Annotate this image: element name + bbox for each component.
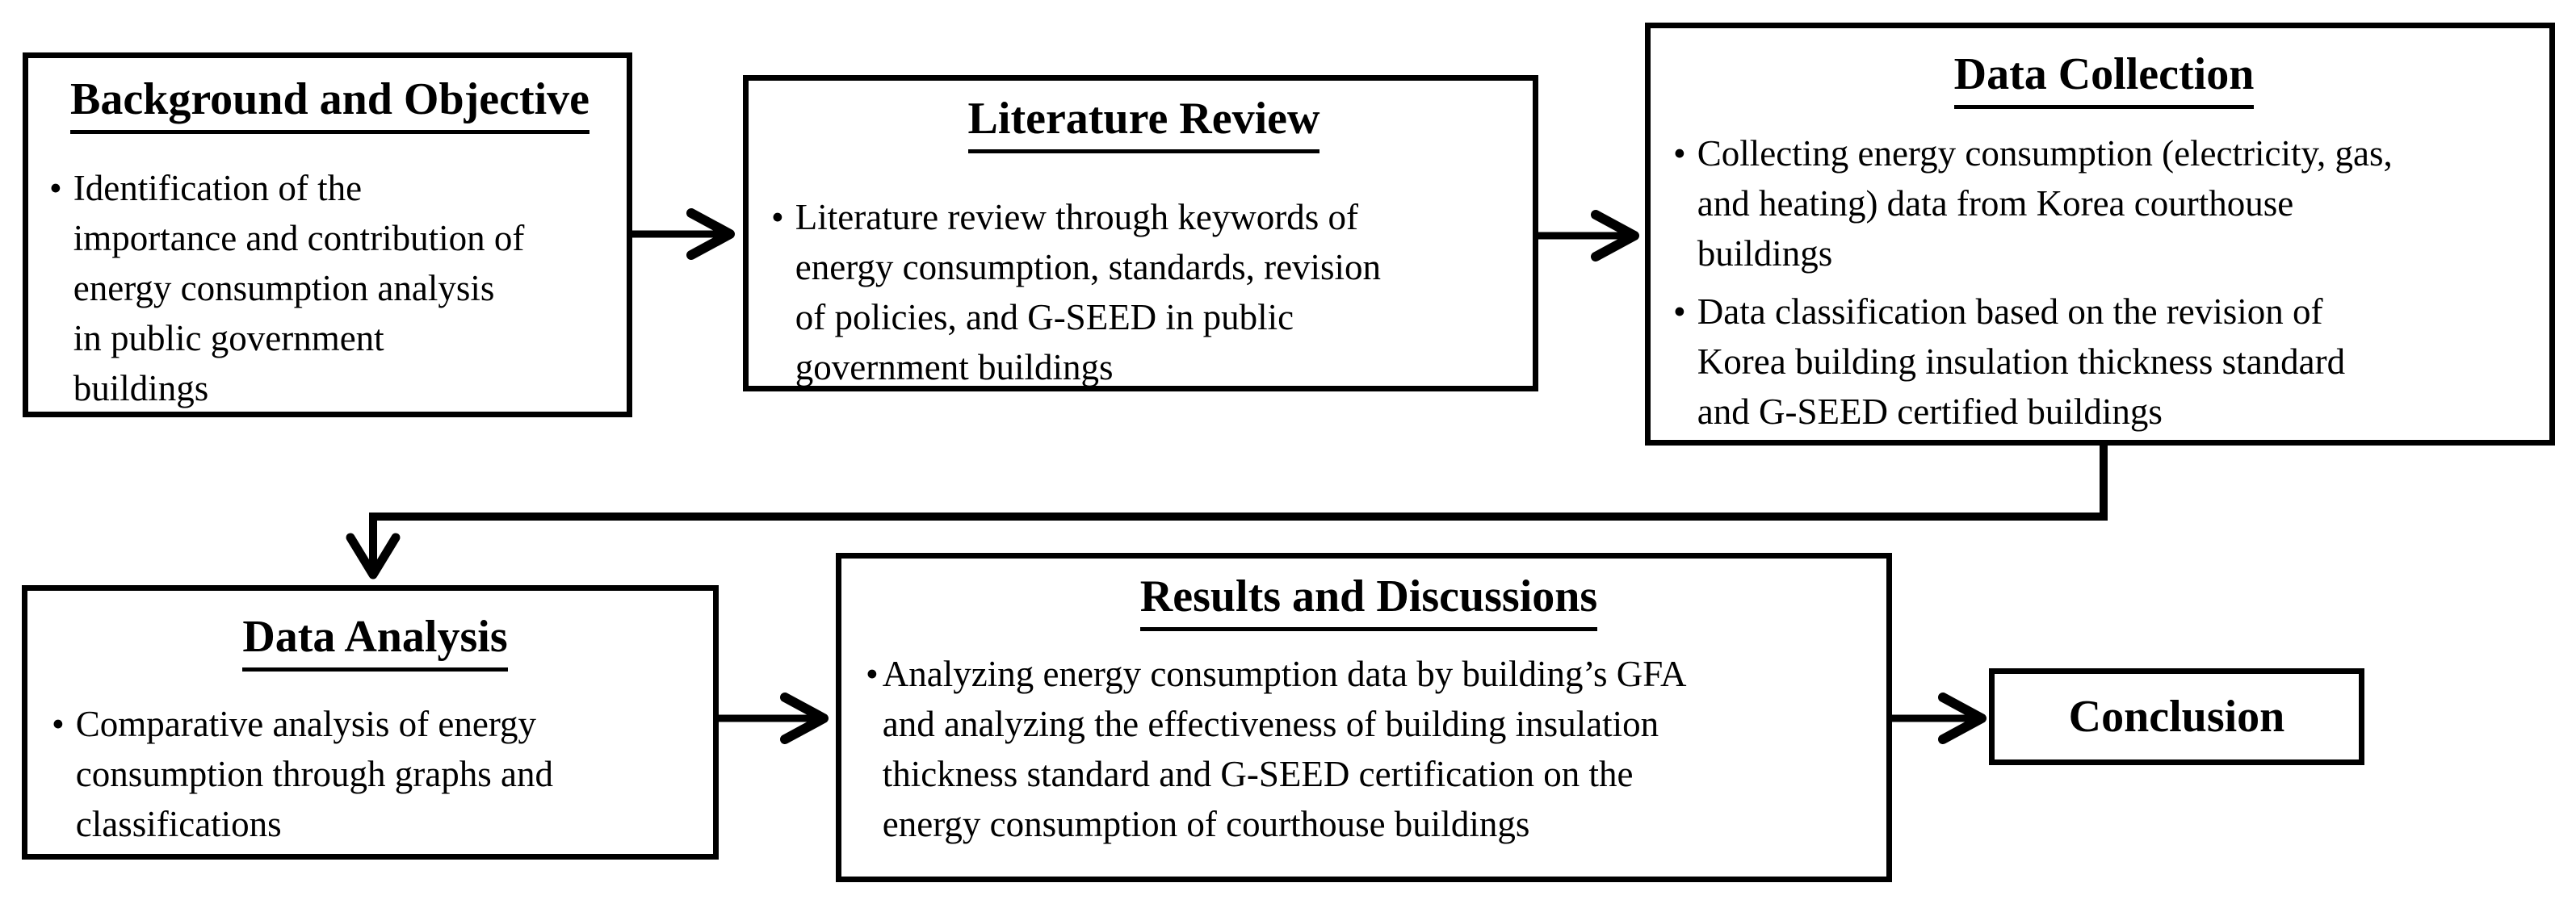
box-data-collection: Data Collection • Collecting energy cons… — [1645, 23, 2555, 446]
box-title: Data Collection — [1673, 49, 2535, 109]
bullet-text: Literature review through keywords of en… — [795, 196, 1382, 387]
arrow-literature-to-data-collection — [1538, 210, 1639, 262]
bullet-dot: • — [866, 653, 879, 694]
bullet-item: • Analyzing energy consumption data by b… — [866, 649, 1872, 849]
bullet-text: Analyzing energy consumption data by bui… — [882, 653, 1687, 844]
arrow-background-to-literature — [632, 208, 735, 260]
bullet-list: • Literature review through keywords of … — [771, 192, 1517, 392]
box-title: Background and Objective — [49, 74, 610, 134]
bullet-dot: • — [49, 167, 62, 208]
box-background-and-objective: Background and Objective • Identificatio… — [23, 52, 632, 417]
arrow-data-analysis-to-results — [719, 693, 829, 744]
box-title: Data Analysis — [52, 612, 699, 672]
bullet-text: Comparative analysis of energy consumpti… — [75, 703, 553, 844]
bullet-dot: • — [52, 703, 65, 744]
bullet-dot: • — [1673, 132, 1686, 174]
bullet-dot: • — [771, 196, 784, 237]
box-results-and-discussions: Results and Discussions • Analyzing ener… — [836, 553, 1892, 882]
bullet-text: Identification of the importance and con… — [73, 167, 525, 409]
box-conclusion: Conclusion — [1989, 668, 2364, 765]
bullet-text: Data classification based on the revisio… — [1697, 291, 2346, 433]
box-title: Conclusion — [2068, 691, 2285, 742]
bullet-item: • Literature review through keywords of … — [771, 192, 1517, 392]
box-data-analysis: Data Analysis • Comparative analysis of … — [22, 585, 719, 860]
box-title: Results and Discussions — [866, 571, 1872, 631]
bullet-dot: • — [1673, 291, 1686, 332]
bullet-item: • Collecting energy consumption (electri… — [1673, 128, 2535, 278]
connector-data-collection-to-data-analysis — [346, 446, 2108, 580]
bullet-list: • Analyzing energy consumption data by b… — [866, 649, 1872, 849]
bullet-list: • Comparative analysis of energy consump… — [52, 699, 699, 849]
bullet-item: • Comparative analysis of energy consump… — [52, 699, 699, 849]
bullet-list: • Collecting energy consumption (electri… — [1673, 128, 2535, 437]
box-title: Literature Review — [771, 94, 1517, 153]
bullet-text: Collecting energy consumption (electrici… — [1697, 132, 2393, 274]
box-literature-review: Literature Review • Literature review th… — [743, 75, 1538, 391]
bullet-item: • Data classification based on the revis… — [1673, 287, 2535, 437]
arrow-results-to-conclusion — [1892, 693, 1987, 744]
bullet-item: • Identification of the importance and c… — [49, 163, 610, 413]
bullet-list: • Identification of the importance and c… — [49, 163, 610, 413]
